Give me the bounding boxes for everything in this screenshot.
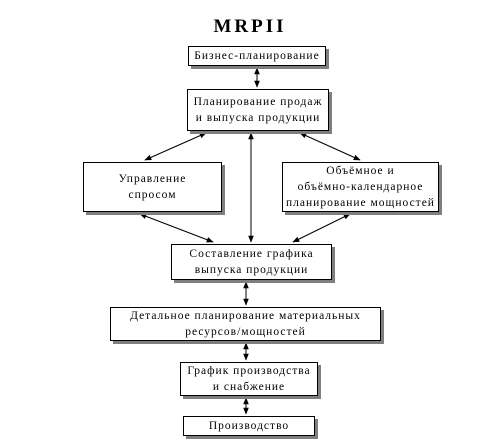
box-production-supply-schedule-line-1: График производства: [187, 365, 311, 377]
box-demand-management: Управление спросом: [83, 162, 222, 212]
box-material-planning-line-1: Детальное планирование материальных: [130, 310, 361, 322]
arrow-demand-schedule: [139, 213, 214, 243]
box-sales-planning-line-2: и выпуска продукции: [195, 112, 321, 124]
diagram-title: MRPII: [213, 16, 287, 37]
box-master-schedule: Составление графика выпуска продукции: [171, 244, 332, 280]
box-production-line-1: Производство: [208, 420, 290, 432]
box-capacity-planning-line-2: объёмно-календарное: [297, 181, 424, 193]
box-capacity-planning: Объёмное и объёмно-календарное планирова…: [282, 162, 439, 212]
box-production-supply-schedule: График производства и снабжение: [180, 362, 318, 396]
box-demand-management-line-2: спросом: [128, 189, 177, 201]
box-capacity-planning-line-3: планирование мощностей: [286, 197, 435, 209]
box-demand-management-line-1: Управление: [118, 173, 187, 185]
box-material-planning: Детальное планирование материальных ресу…: [110, 307, 381, 341]
box-business-planning-line-1: Бизнес-планирование: [194, 50, 320, 62]
box-sales-planning-line-1: Планирование продаж: [193, 96, 323, 108]
arrow-capacity-schedule: [292, 213, 351, 243]
box-sales-planning: Планирование продаж и выпуска продукции: [187, 89, 329, 131]
box-production-supply-schedule-line-2: и снабжение: [212, 381, 286, 393]
box-capacity-planning-line-1: Объёмное и: [326, 165, 395, 177]
box-business-planning: Бизнес-планирование: [188, 46, 326, 66]
box-material-planning-line-2: ресурсов/мощностей: [185, 326, 306, 338]
box-production: Производство: [183, 416, 315, 436]
arrow-sales-capacity: [299, 132, 361, 161]
arrow-sales-demand: [144, 132, 207, 161]
box-master-schedule-line-2: выпуска продукции: [194, 264, 309, 276]
box-master-schedule-line-1: Составление графика: [189, 248, 314, 260]
